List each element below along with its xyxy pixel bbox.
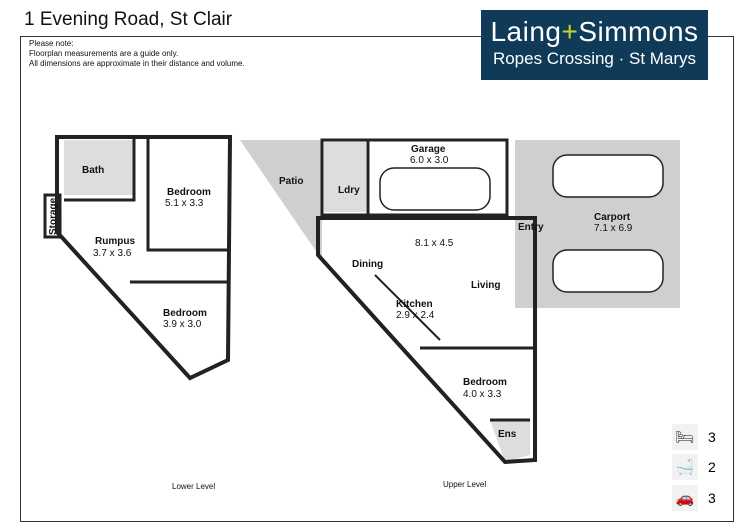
storage-wall — [43, 193, 62, 239]
room-label: Kitchen — [396, 299, 433, 310]
room-label: Bedroom — [167, 187, 211, 198]
cars — [379, 154, 664, 293]
disclaimer: Please note: Floorplan measurements are … — [29, 39, 245, 69]
room-label: Rumpus — [95, 236, 135, 247]
note-line: All dimensions are approximate in their … — [29, 59, 245, 68]
ensuite-floor — [490, 420, 530, 462]
room-label: Bath — [82, 165, 104, 176]
room-label: Garage — [411, 144, 446, 155]
bath-floor — [64, 140, 134, 195]
bath-icon: 🛁 — [672, 454, 698, 480]
bathrooms-stat: 🛁2 — [672, 454, 716, 480]
room-label: Bedroom — [163, 308, 207, 319]
room-label: Ldry — [338, 185, 360, 196]
car-icon — [552, 154, 664, 198]
patio-area — [240, 140, 322, 260]
room-dims: 8.1 x 4.5 — [415, 238, 454, 249]
car-icon — [379, 167, 491, 211]
room-dims: 4.0 x 3.3 — [463, 389, 502, 400]
level-label: Upper Level — [443, 480, 486, 489]
room-label: Ens — [498, 429, 517, 440]
car-icon: 🚗 — [672, 485, 698, 511]
agency-logo: Laing+Simmons Ropes Crossing · St Marys — [481, 10, 708, 80]
room-label: Bedroom — [463, 377, 507, 388]
room-label: Living — [471, 280, 500, 291]
laundry-floor — [324, 142, 366, 212]
bedrooms-stat: 🛏3 — [672, 424, 716, 450]
room-label: Dining — [352, 259, 383, 270]
upper-level-outline — [316, 216, 537, 465]
room-label: Storage — [48, 197, 59, 235]
bed-icon: 🛏 — [672, 424, 698, 450]
lower-level-outline — [55, 135, 233, 381]
room-dims: 2.9 x 2.4 — [396, 310, 435, 321]
room-label: Carport — [594, 212, 631, 223]
laundry-wall — [320, 138, 370, 217]
room-label: Patio — [279, 176, 303, 187]
room-dims: 3.7 x 3.6 — [93, 248, 132, 259]
room-label: Entry — [518, 222, 544, 233]
room-dims: 5.1 x 3.3 — [165, 198, 204, 209]
room-dims: 3.9 x 3.0 — [163, 319, 202, 330]
parking-stat: 🚗3 — [672, 485, 716, 511]
car-icon — [552, 249, 664, 293]
page-title: 1 Evening Road, St Clair — [24, 9, 233, 30]
note-heading: Please note: — [29, 39, 74, 48]
level-label: Lower Level — [172, 482, 215, 491]
note-line: Floorplan measurements are a guide only. — [29, 49, 179, 58]
room-dims: 7.1 x 6.9 — [594, 223, 633, 234]
room-dims: 6.0 x 3.0 — [410, 155, 449, 166]
plan-frame — [20, 36, 734, 522]
